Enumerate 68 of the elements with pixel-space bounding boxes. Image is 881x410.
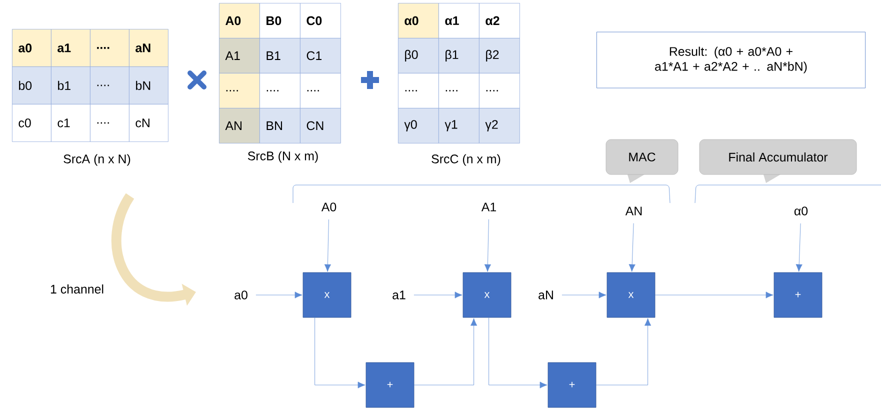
operator-block: +	[548, 362, 596, 408]
table-cell: C1	[300, 38, 341, 74]
arrow	[655, 292, 774, 298]
table-cell: c0	[12, 104, 52, 142]
table-cell: bN	[129, 66, 168, 104]
table-cell: ....	[300, 73, 341, 108]
signal-label: a0	[234, 290, 248, 300]
arrow	[628, 223, 636, 272]
signal-label: A0	[321, 202, 336, 212]
table-cell: γ0	[398, 108, 439, 144]
arrow	[324, 219, 331, 272]
table-caption: SrcC (n x m)	[432, 154, 500, 166]
operator-block: x	[606, 272, 656, 318]
table-cell: C0	[300, 3, 341, 38]
table-cell: AN	[219, 108, 260, 144]
table-cell: a0	[12, 29, 52, 67]
table-cell: A0	[219, 3, 260, 38]
signal-label: aN	[538, 290, 553, 300]
callout-bubble: MAC	[606, 139, 678, 183]
table-cell: c1	[51, 104, 90, 142]
table-cell: CN	[300, 108, 341, 144]
signal-label: AN	[625, 206, 642, 216]
table-cell: b0	[12, 66, 52, 104]
table-cell: B0	[260, 3, 300, 38]
arrow	[414, 318, 478, 386]
table-cell: a1	[51, 29, 90, 67]
arrow	[256, 292, 302, 298]
table-cell: β1	[438, 38, 480, 74]
table-cell: ....	[90, 29, 130, 67]
table-cell: b1	[51, 66, 90, 104]
result-box: Result: (α0 + a0*A0 + a1*A1 + a2*A2 + .. aN*bN)	[596, 32, 866, 88]
table-cell: cN	[129, 104, 168, 142]
table-cell: ....	[398, 73, 439, 108]
arrow	[562, 292, 606, 298]
table-caption: SrcA (n x N)	[64, 154, 130, 166]
operator-block: +	[366, 362, 414, 408]
signal-label: A1	[481, 202, 496, 212]
signal-label: α0	[794, 206, 808, 216]
table-cell: ....	[219, 73, 260, 108]
callout-bubble: Final Accumulator	[699, 139, 857, 183]
table-caption: SrcB (N x m)	[248, 151, 318, 163]
table-cell: γ1	[438, 108, 480, 144]
table-cell: A1	[219, 38, 260, 74]
table-cell: β2	[479, 38, 520, 74]
operator-block: +	[774, 272, 822, 318]
table-cell: ....	[90, 104, 130, 142]
table-cell: ....	[479, 73, 520, 108]
table-cell: BN	[260, 108, 300, 144]
table-cell: α1	[438, 3, 480, 38]
table-cell: β0	[398, 38, 439, 74]
arrow	[314, 318, 366, 388]
arrow	[488, 318, 548, 388]
operator-block: x	[302, 272, 352, 318]
table-cell: ....	[438, 73, 480, 108]
table-cell: γ2	[479, 108, 520, 144]
arrow	[596, 318, 652, 386]
arrow	[796, 223, 802, 272]
table-cell: ....	[260, 73, 300, 108]
table-cell: ....	[90, 66, 130, 104]
operator-block: x	[462, 272, 512, 318]
table-cell: α2	[479, 3, 520, 38]
arrow	[414, 292, 462, 298]
table-cell: α0	[398, 3, 439, 38]
table-cell: aN	[129, 29, 168, 67]
arrow	[484, 219, 491, 272]
signal-label: a1	[392, 290, 406, 300]
table-cell: B1	[260, 38, 300, 74]
note-text: 1 channel	[50, 284, 104, 294]
